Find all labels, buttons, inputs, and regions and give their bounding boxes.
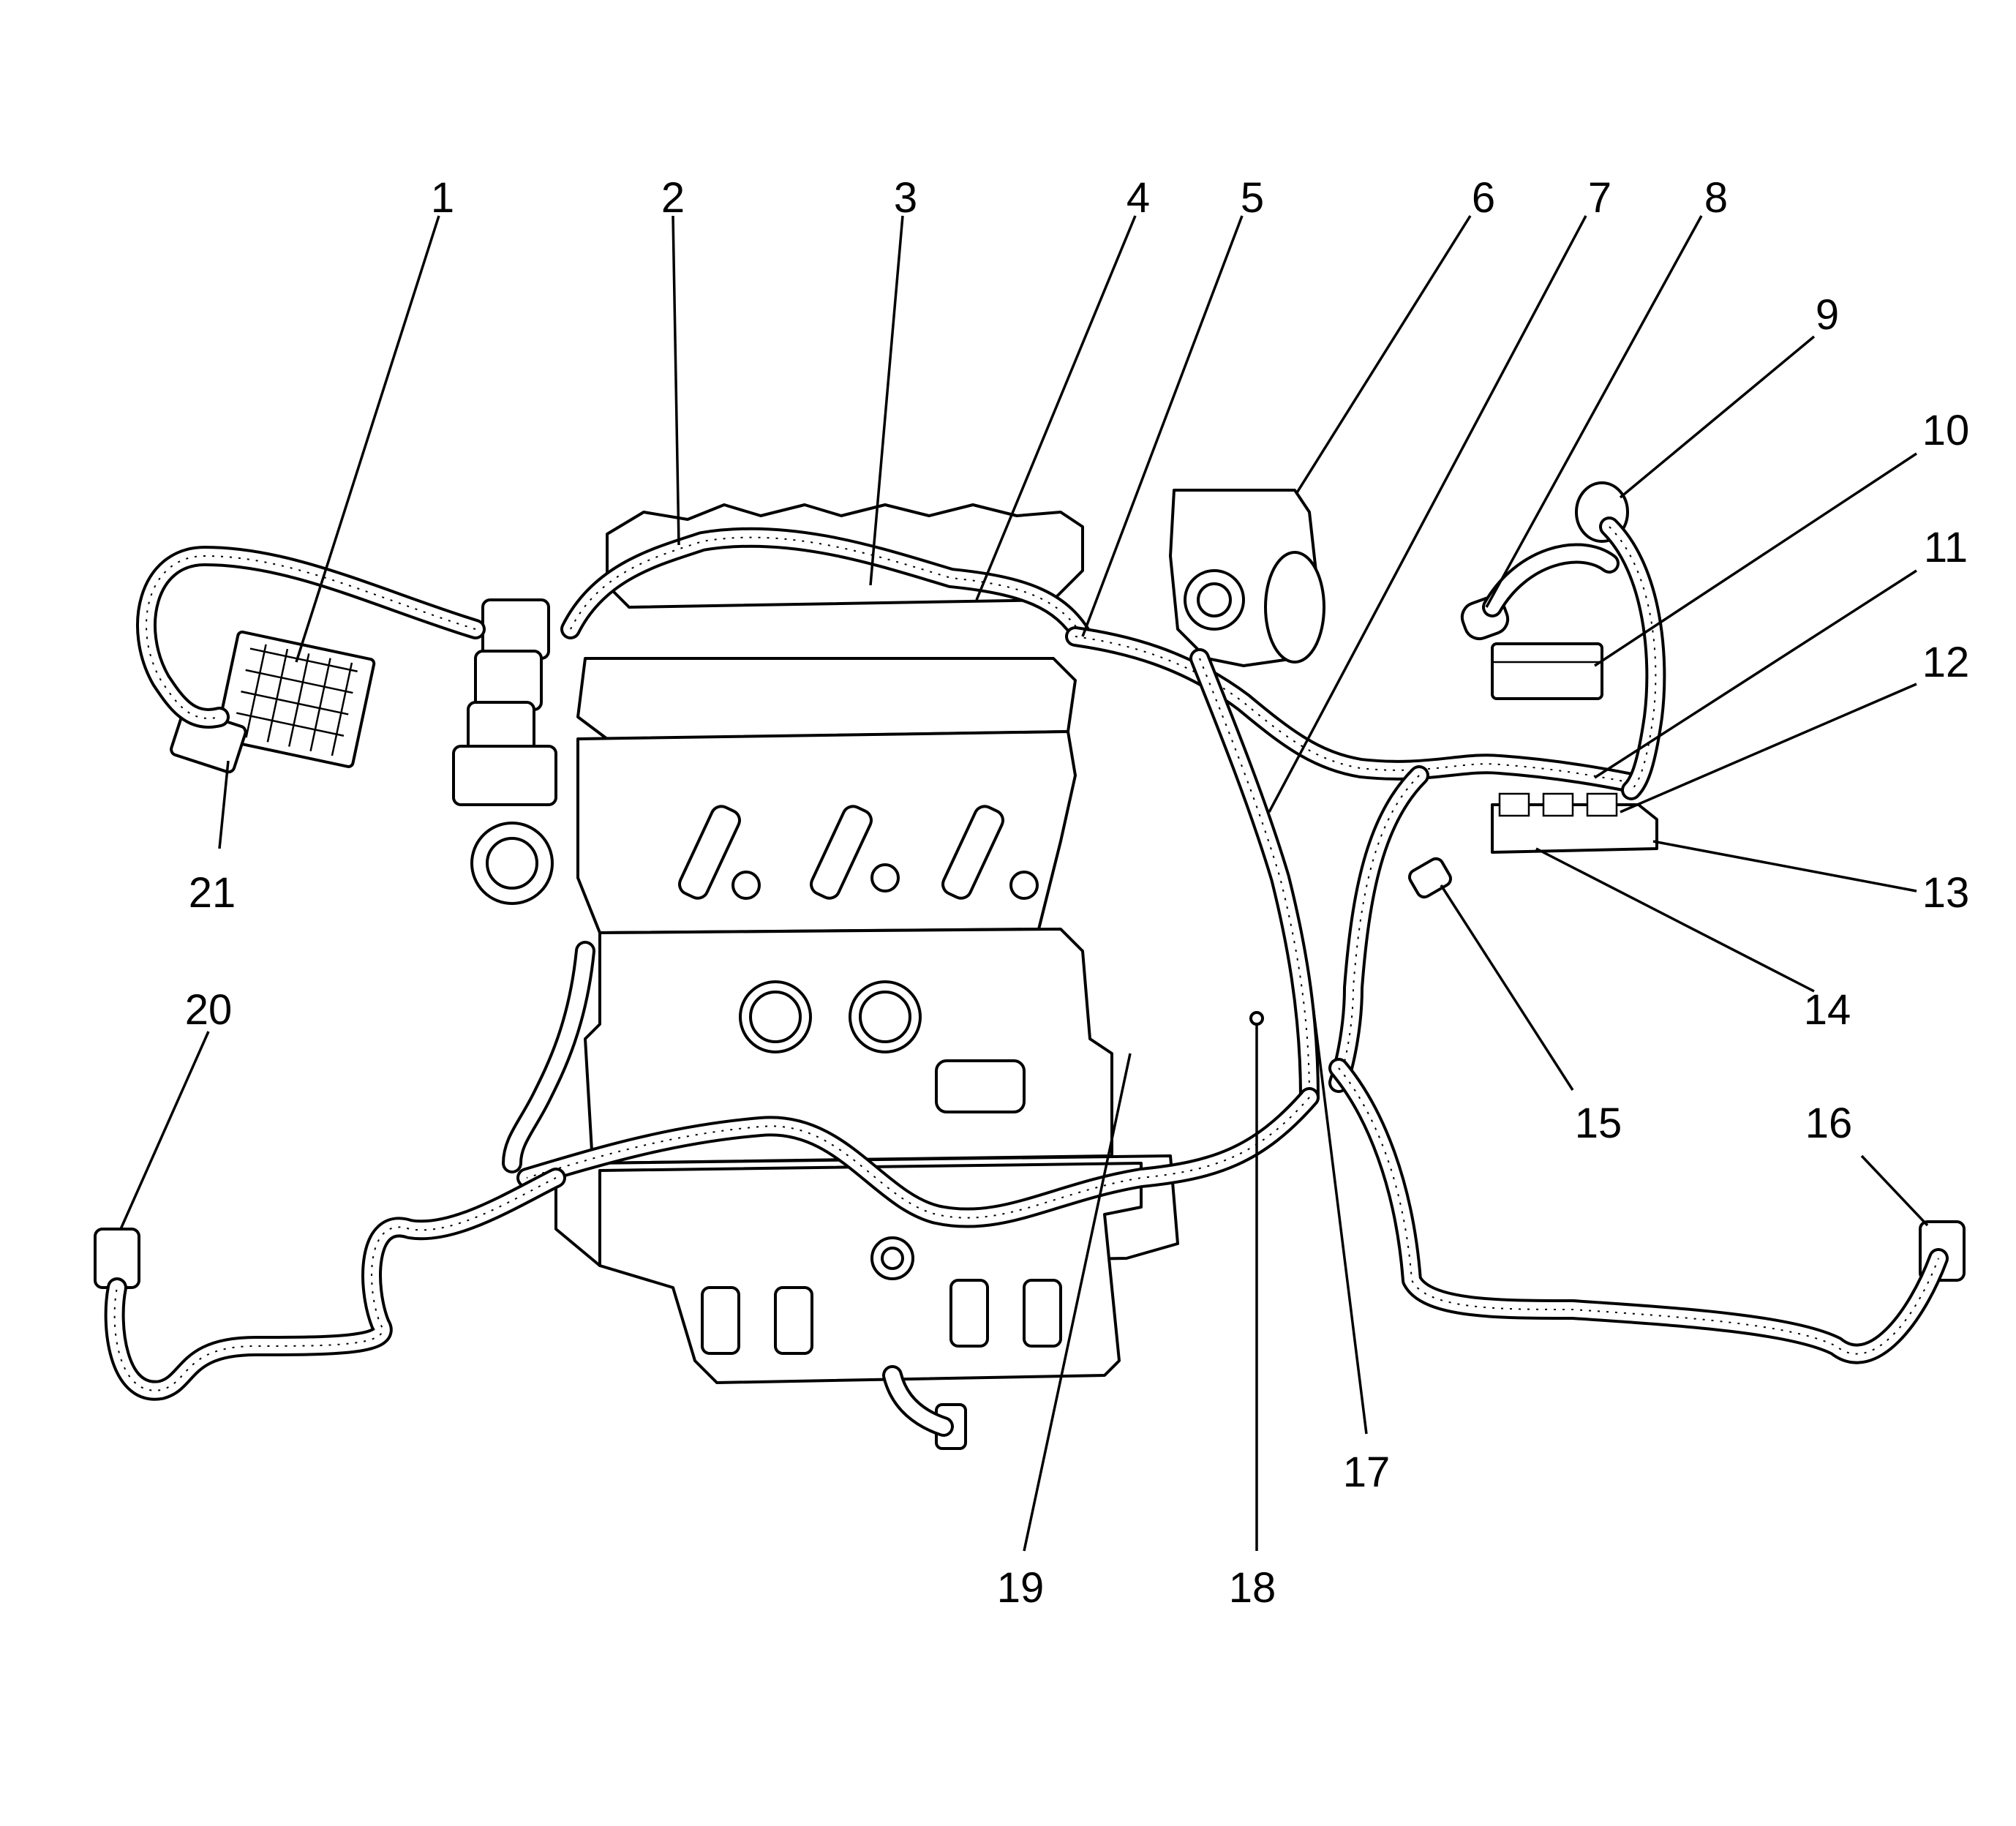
leader-2 [672,215,680,546]
left-coil-packs [452,598,557,806]
callout-16: 16 [1805,1100,1853,1147]
leader-21 [218,760,230,849]
leader-11 [1594,569,1917,779]
leader-5 [1081,215,1244,637]
inline-connector [1408,857,1452,899]
callout-19: 19 [997,1564,1045,1612]
ecm-connector-large [215,630,376,768]
callout-6: 6 [1472,174,1495,222]
cylinder-head [576,657,1077,740]
callout-4: 4 [1127,174,1150,222]
callout-7: 7 [1588,174,1611,222]
spark-plug-boots [678,805,1039,900]
callout-17: 17 [1343,1449,1391,1496]
leader-8 [1485,215,1703,608]
leader-20 [119,1031,210,1230]
oil-pan-ribs [701,1279,1062,1355]
leader-3 [869,215,904,586]
leader-16 [1860,1154,1929,1227]
rect-connector [1491,642,1603,700]
leader-6 [1295,215,1472,495]
leader-4 [975,215,1137,601]
leader-15 [1440,884,1574,1091]
leader-1 [295,215,440,663]
engine-block [452,503,1179,1384]
wiring-harness [104,516,1949,1437]
callout-12: 12 [1922,639,1970,686]
callout-5: 5 [1241,174,1264,222]
callout-10: 10 [1922,407,1970,454]
leader-lines [119,215,1929,1552]
callout-20: 20 [185,986,233,1034]
leader-12 [1620,683,1917,814]
callout-labels: 1 2 3 4 5 6 7 8 9 10 11 12 13 14 15 16 1… [185,174,1970,1612]
callout-13: 13 [1922,869,1970,917]
leader-17 [1312,1005,1368,1435]
callout-9: 9 [1816,291,1839,339]
callout-21: 21 [189,869,236,917]
leader-7 [1268,215,1587,813]
callout-8: 8 [1704,174,1728,222]
leader-14 [1535,847,1815,993]
callout-15: 15 [1575,1100,1622,1147]
callout-2: 2 [661,174,685,222]
components [94,481,1966,1450]
leader-9 [1619,335,1816,499]
ring-terminal [1249,1011,1264,1026]
leader-19 [1023,1053,1132,1552]
callout-14: 14 [1804,986,1851,1034]
leader-13 [1652,840,1917,893]
engine-front-cover [584,928,1113,1165]
callout-11: 11 [1924,524,1968,571]
callout-3: 3 [894,174,917,222]
callout-18: 18 [1229,1564,1276,1612]
leader-10 [1594,452,1917,667]
knock-sensor [935,1059,1026,1113]
coil-deck [576,730,1077,934]
callout-1: 1 [431,174,454,222]
